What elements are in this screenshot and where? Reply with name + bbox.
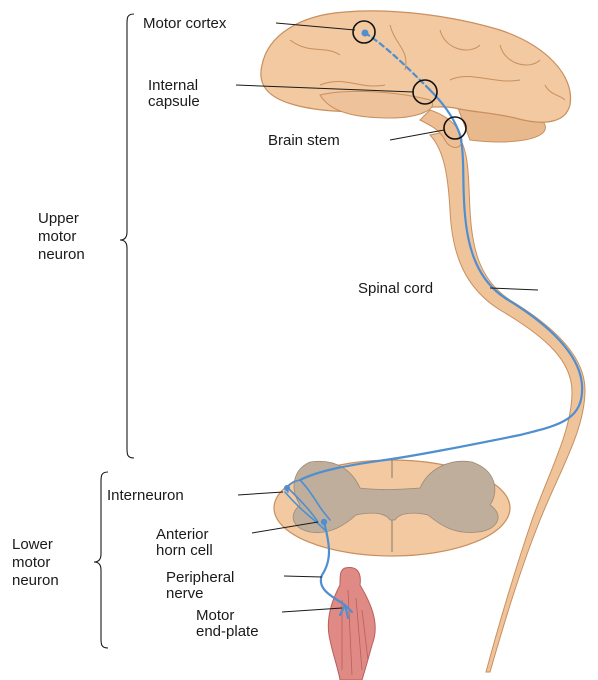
lower-motor-neuron-bracket <box>94 472 108 648</box>
brain-illustration <box>261 11 571 148</box>
peripheral-nerve-leader <box>284 576 322 577</box>
anterior-horn-cell-label: Anterior horn cell <box>156 526 213 559</box>
interneuron-soma <box>284 485 290 491</box>
motor-cortex-label: Motor cortex <box>143 15 227 32</box>
spinal-cord-cross-section <box>274 460 510 556</box>
lower-motor-neuron-label: Lower motor neuron <box>12 536 59 589</box>
spinal-cord-label: Spinal cord <box>358 280 433 297</box>
interneuron-label: Interneuron <box>107 487 184 504</box>
upper-motor-neuron-label: Upper motor neuron <box>38 210 85 263</box>
motor-cortex-soma <box>362 30 369 37</box>
brain-stem-label: Brain stem <box>268 132 340 149</box>
motor-end-plate-label: Motor end-plate <box>196 607 259 640</box>
spinal-cord-shape <box>430 130 585 672</box>
upper-motor-neuron-bracket <box>120 14 134 458</box>
internal-capsule-label: Internal capsule <box>148 77 202 110</box>
interneuron-leader <box>238 492 283 495</box>
peripheral-nerve-label: Peripheral nerve <box>166 569 239 602</box>
